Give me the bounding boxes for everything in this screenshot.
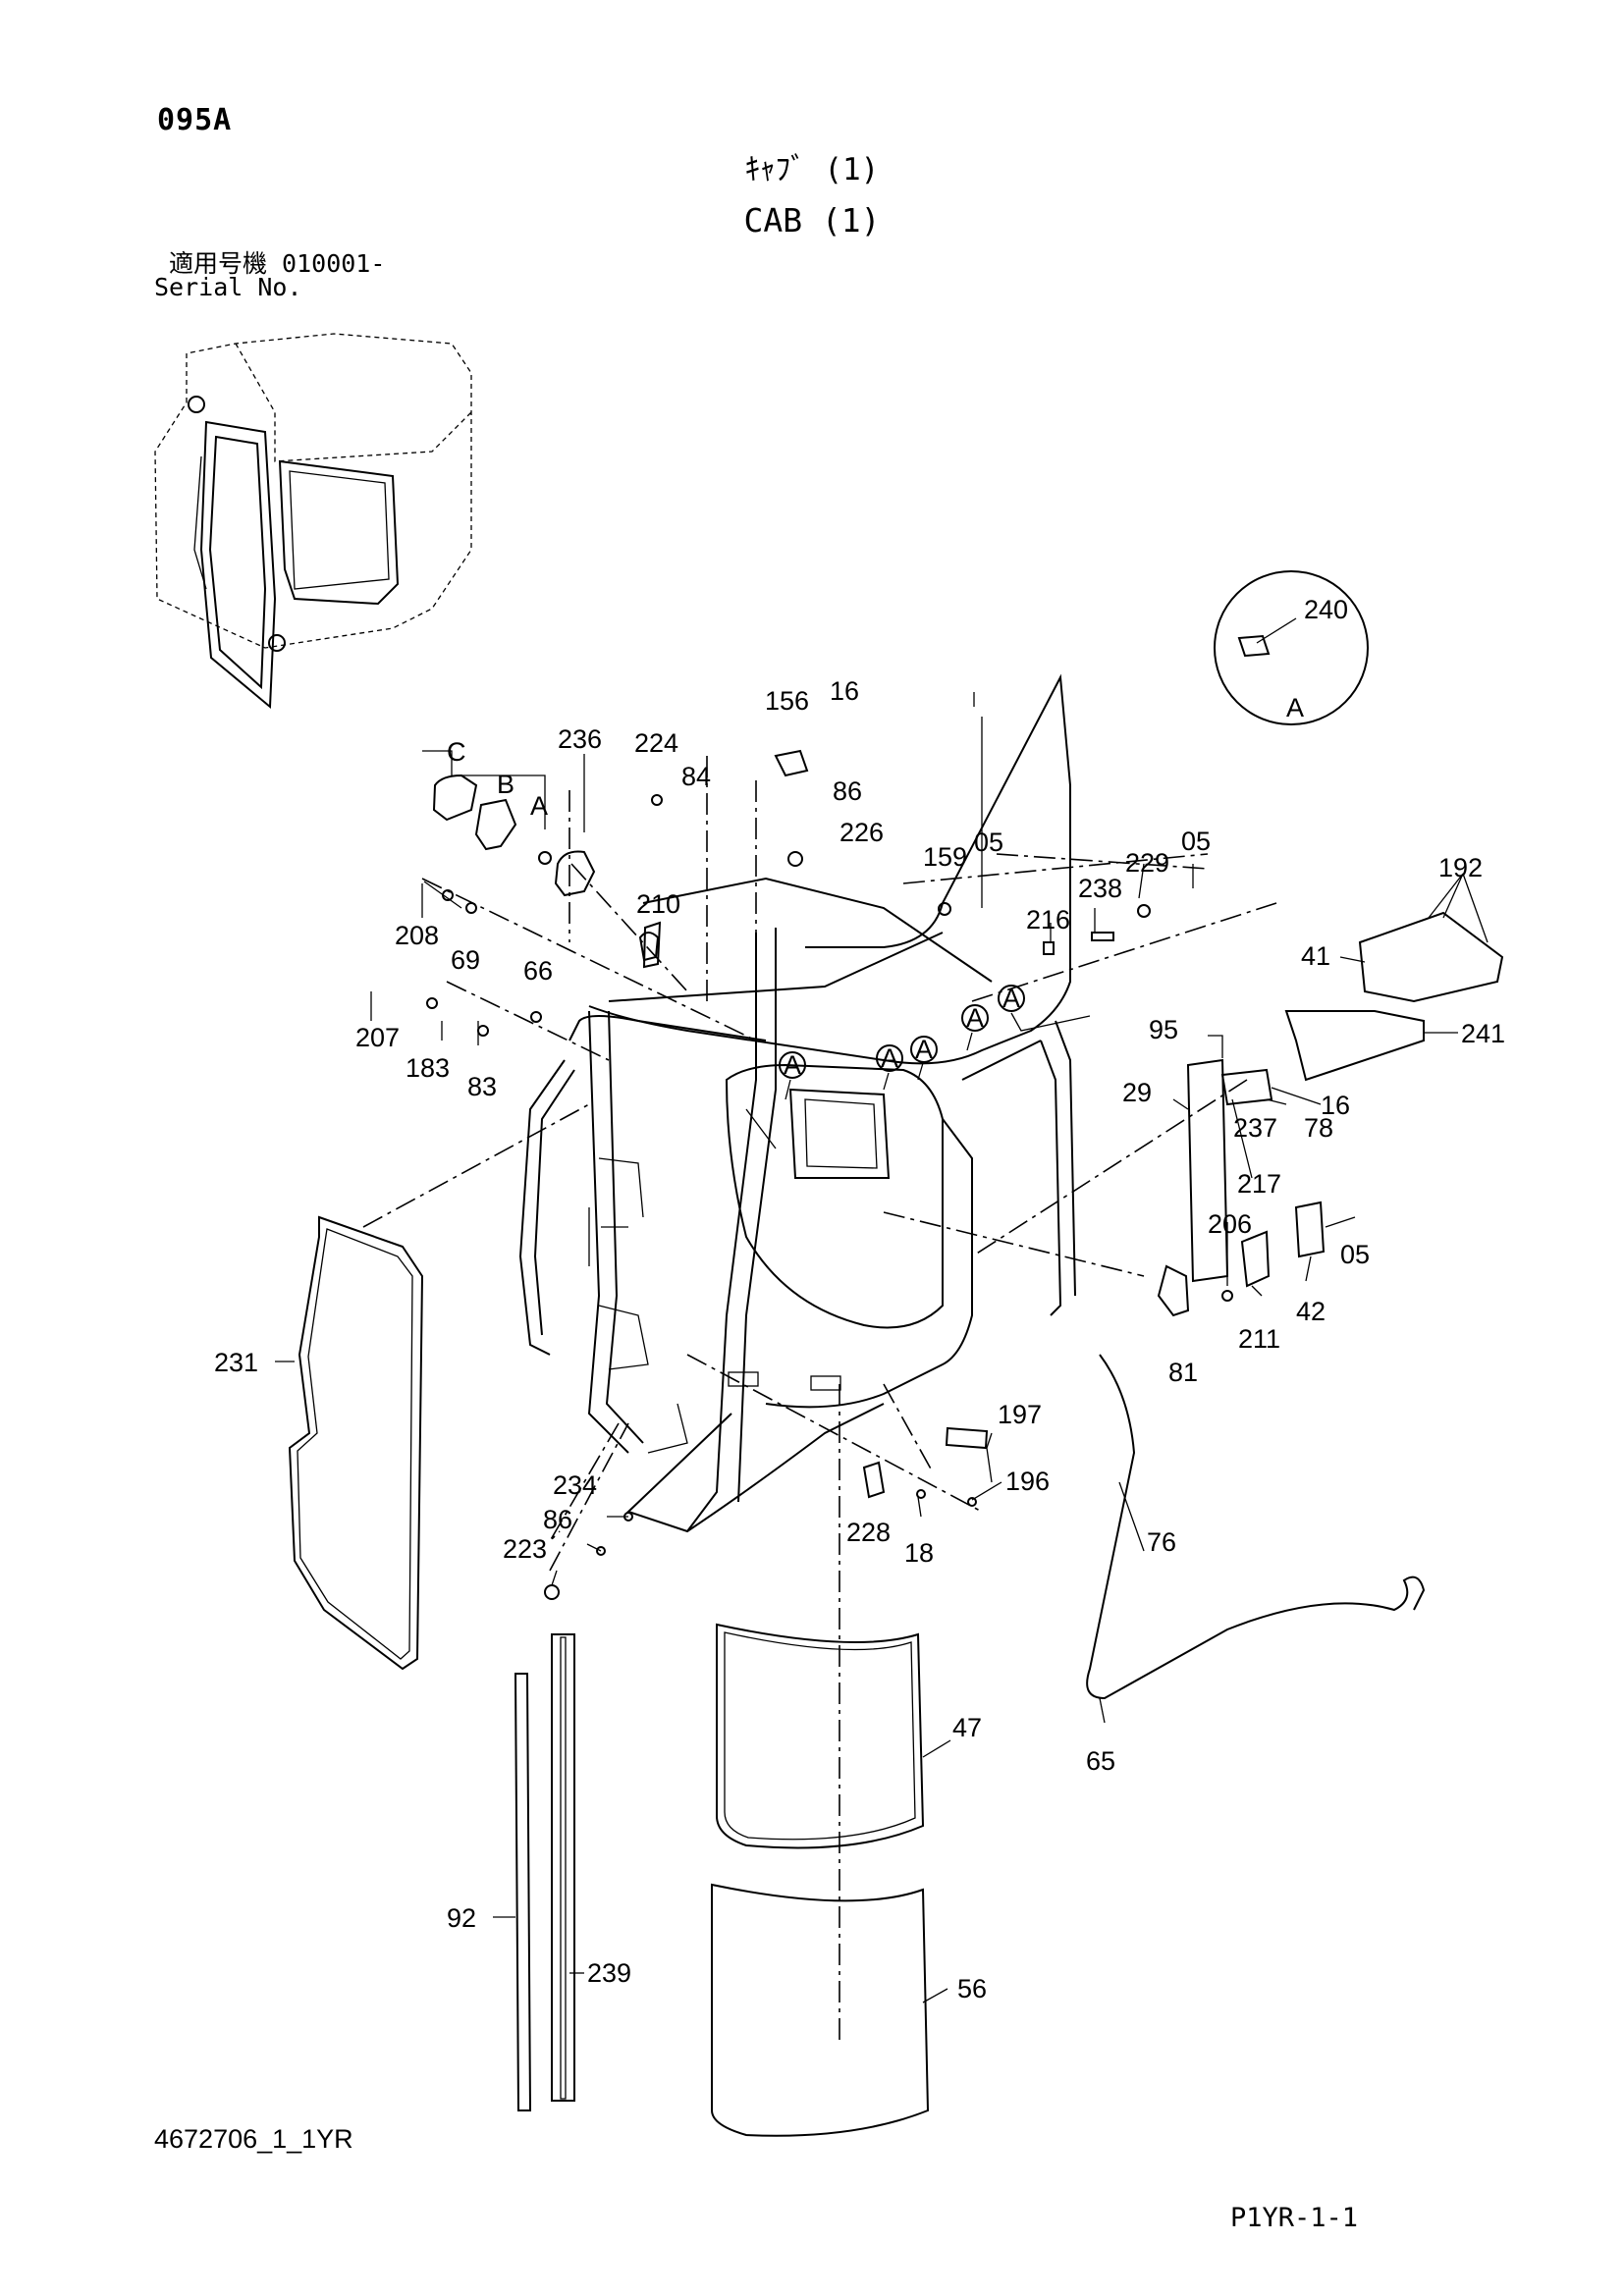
part-label: 05 [1181, 827, 1211, 856]
part-label: 56 [957, 1974, 987, 2003]
callout-a: A [881, 1043, 898, 1073]
part-label-240: 240 [1304, 595, 1348, 624]
part-label: 216 [1026, 905, 1070, 934]
page-code: 095A [157, 103, 233, 137]
part-label: 206 [1208, 1209, 1252, 1239]
part-label: 16 [830, 676, 859, 706]
part-label: 18 [904, 1538, 934, 1568]
part-label: 211 [1238, 1324, 1280, 1354]
part-label: 239 [587, 1958, 631, 1988]
part-label: A [530, 791, 548, 821]
part-label: 241 [1461, 1019, 1505, 1048]
part-label: 86 [543, 1505, 572, 1534]
part-label: 237 [1233, 1113, 1277, 1143]
part-label: 234 [553, 1470, 597, 1500]
title-japanese: ｷｬﾌﾞ (1) [744, 152, 880, 187]
part-label: 69 [451, 945, 480, 975]
part-label: 236 [558, 724, 602, 754]
serial-label-english: Serial No. [154, 273, 302, 301]
part-label: 238 [1078, 874, 1122, 903]
part-shapes [288, 749, 1504, 2137]
part-label: 47 [952, 1713, 982, 1742]
part-label: 228 [846, 1518, 891, 1547]
title-english: CAB (1) [743, 201, 881, 240]
document-id: 4672706_1_1YR [154, 2124, 353, 2154]
callout-a: A [1002, 984, 1020, 1013]
assembly-leader-lines [362, 756, 1277, 2042]
part-label: 156 [765, 686, 809, 716]
part-label: 42 [1296, 1297, 1326, 1326]
detail-view-label: A [1286, 693, 1304, 722]
part-label: 183 [406, 1053, 450, 1083]
cab-overview-inset [154, 333, 472, 710]
part-label: 05 [1340, 1240, 1370, 1269]
part-label: 207 [355, 1023, 400, 1052]
detail-view-a: 240 A [1214, 570, 1369, 725]
part-label: 197 [998, 1400, 1042, 1429]
part-label: 217 [1237, 1169, 1281, 1199]
part-label: 29 [1122, 1078, 1152, 1107]
part-label: 41 [1301, 941, 1330, 971]
part-label: 159 [923, 842, 967, 872]
part-label: 66 [523, 956, 553, 986]
part-label: 86 [833, 776, 862, 806]
part-label: 83 [467, 1072, 497, 1101]
part-label: 224 [634, 728, 678, 758]
part-label: C [447, 737, 466, 767]
part-label: 226 [839, 818, 884, 847]
part-number-labels: 156 16 86 226 236 C B A 224 84 210 208 6… [214, 676, 1505, 2003]
label-leaders [275, 692, 1489, 2003]
callout-a: A [966, 1003, 984, 1033]
part-label: 78 [1304, 1113, 1333, 1143]
part-label: 223 [503, 1534, 547, 1564]
part-label: 84 [681, 762, 711, 791]
part-label: 196 [1005, 1467, 1050, 1496]
part-label: 05 [974, 828, 1003, 857]
part-label: 16 [1321, 1091, 1350, 1120]
part-label: 210 [636, 889, 680, 919]
part-label: 92 [447, 1903, 476, 1933]
part-label: 65 [1086, 1746, 1115, 1776]
cab-frame [518, 673, 1076, 1533]
reference-callouts: A A A A A [779, 984, 1091, 1100]
part-label: 231 [214, 1348, 258, 1377]
part-label: 95 [1149, 1015, 1178, 1044]
part-label: 229 [1125, 848, 1169, 878]
part-label: 81 [1168, 1358, 1198, 1387]
page-reference: P1YR-1-1 [1230, 2203, 1359, 2233]
part-label: 192 [1438, 853, 1483, 882]
part-label: 208 [395, 921, 439, 950]
serial-label-japanese: 適用号機 010001- [169, 249, 386, 278]
callout-a: A [784, 1050, 801, 1080]
part-label: 76 [1147, 1527, 1176, 1557]
callout-a: A [915, 1035, 933, 1064]
part-label: B [497, 770, 514, 799]
